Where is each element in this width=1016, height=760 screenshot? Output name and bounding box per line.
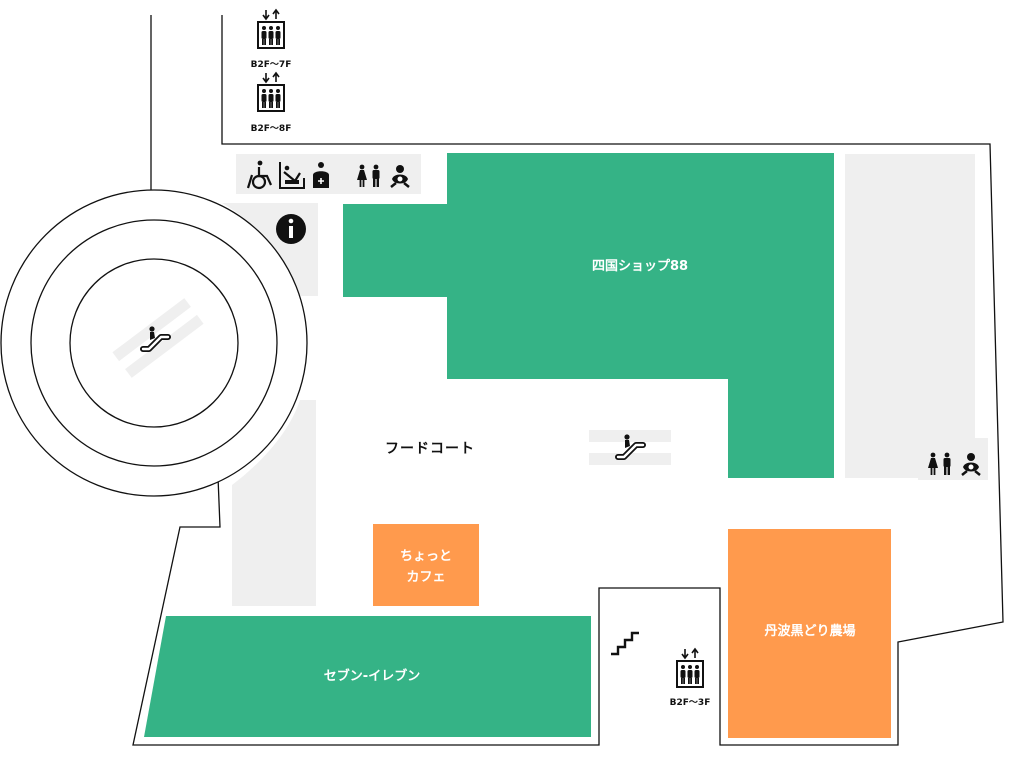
elevator-bottom-label: B2F〜3F	[670, 698, 711, 708]
escalator-atrium	[0, 189, 308, 497]
shop-seven-eleven[interactable]	[144, 616, 591, 737]
facility-icons	[246, 160, 411, 190]
central-escalator	[589, 430, 671, 465]
wheelchair-icon	[246, 160, 273, 190]
shop-seven-eleven-label: セブン-イレブン	[324, 668, 420, 684]
elevator-icon	[257, 9, 285, 49]
elevator-top1-label: B2F〜7F	[251, 60, 292, 70]
shop-chotto-cafe-label-line2: カフェ	[406, 570, 445, 585]
shop-shikoku-88[interactable]	[343, 153, 834, 478]
corridors	[222, 154, 988, 606]
info-icon	[276, 214, 306, 244]
baby-changing-icon	[279, 162, 305, 189]
shop-tamba-kurodori-farm[interactable]	[728, 529, 891, 738]
shop-tamba-kurodori-farm-label: 丹波黒どり農場	[764, 623, 855, 639]
stairs-icon	[611, 631, 639, 656]
shop-chotto-cafe-label-line1: ちょっと	[400, 549, 452, 564]
shop-shikoku-88-label: 四国ショップ88	[592, 259, 688, 274]
elevator-icon	[676, 648, 704, 688]
shop-chotto-cafe[interactable]	[373, 524, 479, 606]
floor-outline	[132, 15, 1004, 746]
elevator-top2-label: B2F〜8F	[251, 124, 292, 134]
ostomate-icon	[313, 162, 329, 188]
elevator-icon	[257, 72, 285, 112]
food-court-label: フードコート	[385, 441, 475, 457]
